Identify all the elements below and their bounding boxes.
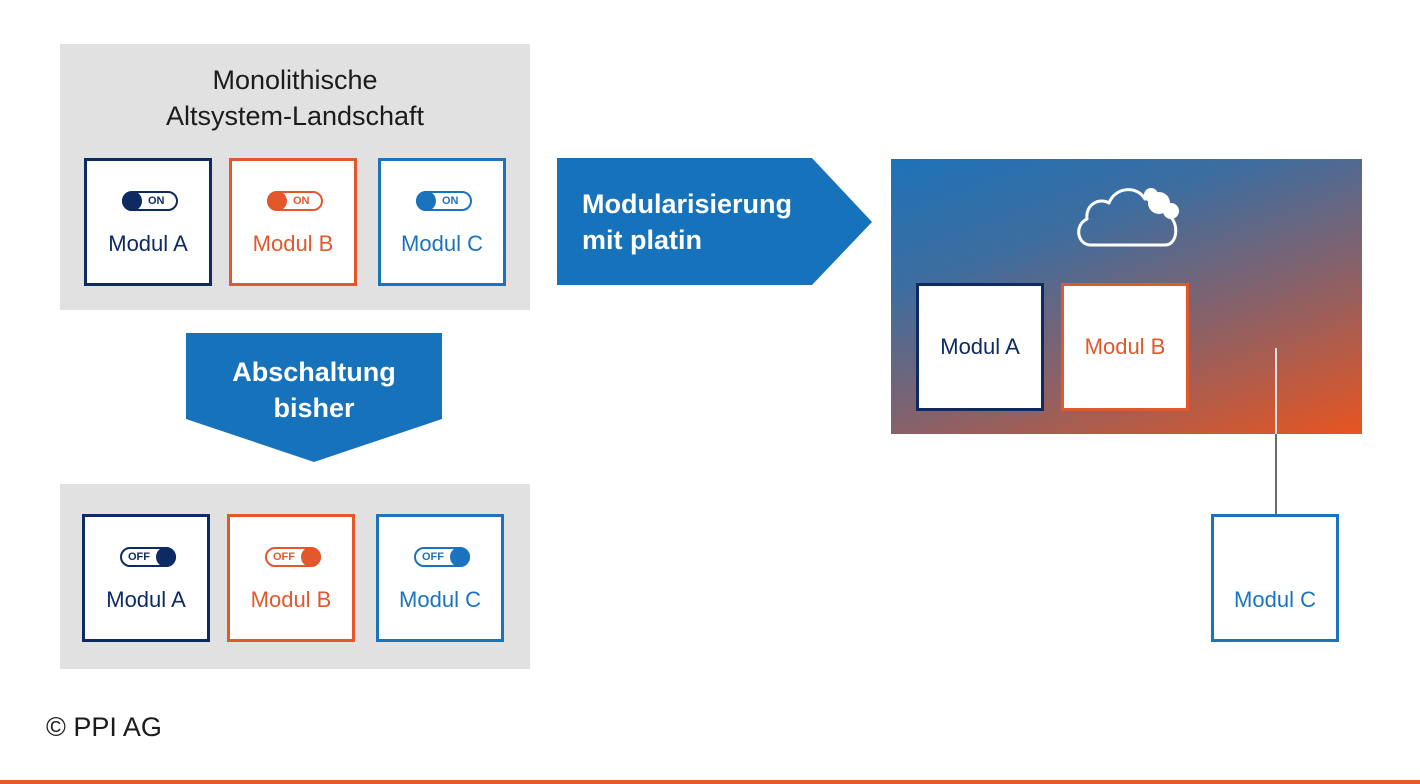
shutdown-arrow-line1: Abschaltung [232,357,396,387]
module-label: Modul A [108,231,188,256]
shutdown-module-c: OFF Modul C [376,514,504,642]
legacy-module-c: ON Modul C [378,158,506,286]
shutdown-arrow-shape [186,333,442,462]
toggle-off-switch: OFF [265,547,321,567]
toggle-label: OFF [273,551,295,563]
connector-line-lower [1275,434,1277,516]
module-label: Modul B [250,587,332,612]
modularization-arrow-label: Modularisierung mit platin [582,186,792,258]
cloud-platform-box: Modul A Modul B [891,159,1362,434]
module-label: Modul A [106,587,186,612]
toggle-knob [416,191,436,211]
legacy-system-panel: Monolithische Altsystem-Landschaft ON Mo… [60,44,530,310]
shutdown-arrow-line2: bisher [273,393,355,423]
module-label: Modul B [1084,334,1166,359]
cloud-module-a: Modul A [916,283,1044,411]
module-label: Modul C [401,231,483,256]
toggle-on-switch: ON [122,191,178,211]
toggle-knob [450,547,470,567]
toggle-label: ON [148,195,165,207]
cloud-module-b: Modul B [1061,283,1189,411]
toggle-label: ON [293,195,310,207]
module-label: Modul B [252,231,334,256]
external-module-c: Modul C [1211,514,1339,642]
legacy-module-a: ON Modul A [84,158,212,286]
bottom-accent-line [0,780,1420,784]
shutdown-panel: OFF Modul A OFF Modul B OFF Modul C [60,484,530,669]
toggle-off-switch: OFF [414,547,470,567]
modularization-arrow-line2: mit platin [582,225,702,255]
shutdown-module-a: OFF Modul A [82,514,210,642]
toggle-knob [156,547,176,567]
shutdown-arrow-label: Abschaltung bisher [186,354,442,426]
modularization-arrow [557,158,872,285]
legacy-title-line2: Altsystem-Landschaft [165,101,425,131]
shutdown-module-b: OFF Modul B [227,514,355,642]
legacy-title: Monolithische Altsystem-Landschaft [60,62,530,134]
toggle-label: OFF [422,551,444,563]
module-label: Modul C [399,587,481,612]
legacy-module-b: ON Modul B [229,158,357,286]
modularization-arrow-line1: Modularisierung [582,189,793,219]
modularization-arrow-shape [557,158,872,285]
toggle-on-switch: ON [416,191,472,211]
toggle-label: OFF [128,551,150,563]
toggle-knob [301,547,321,567]
toggle-knob [122,191,142,211]
toggle-on-switch: ON [267,191,323,211]
toggle-label: ON [442,195,459,207]
copyright-text: © PPI AG [46,712,162,742]
module-label: Modul C [1234,587,1316,612]
toggle-knob [267,191,287,211]
module-label: Modul A [940,334,1020,359]
legacy-title-line1: Monolithische [212,65,378,95]
toggle-off-switch: OFF [120,547,176,567]
cloud-icon [1077,188,1179,247]
connector-line [1275,348,1277,516]
shutdown-arrow [186,333,442,462]
